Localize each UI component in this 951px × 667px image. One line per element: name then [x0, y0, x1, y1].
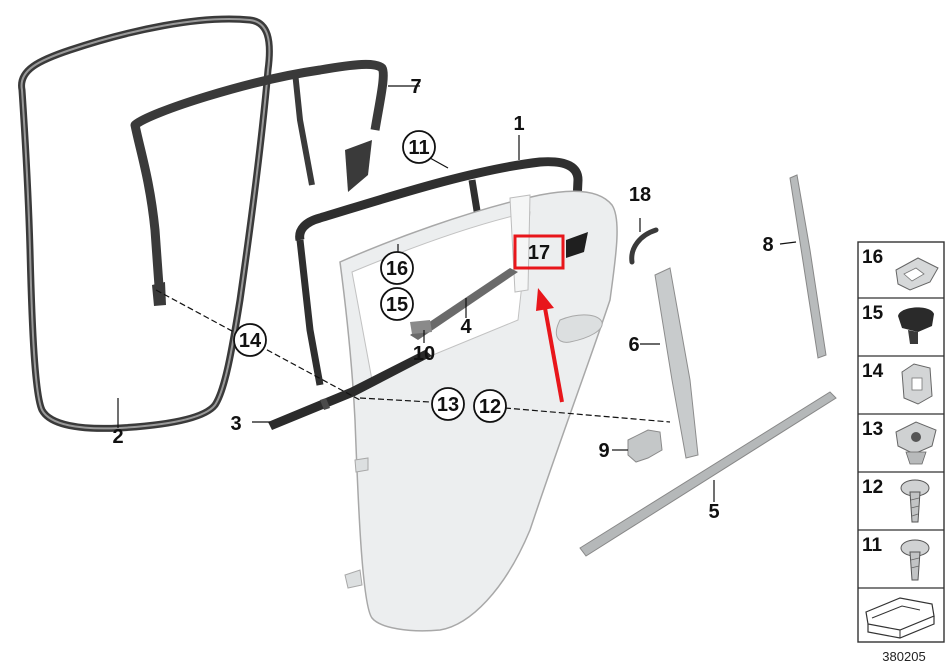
part-17-cover: [566, 232, 588, 258]
callout-15: 15: [386, 294, 408, 316]
panel-label-16: 16: [862, 247, 883, 268]
seal-loop-icon: [18, 15, 273, 432]
small-parts-panel: 16 15 14 13 12 11: [857, 241, 945, 643]
callout-17: 17: [528, 242, 550, 264]
screw-icon-12: [900, 479, 930, 523]
document-id: 380205: [882, 649, 925, 664]
sill-trim-strip: [579, 391, 837, 557]
clip-icon-16: [895, 257, 939, 291]
callout-1: 1: [513, 113, 524, 135]
callout-2: 2: [112, 426, 123, 448]
rear-trim-strip: [789, 174, 827, 359]
callout-8: 8: [762, 234, 773, 256]
callout-7: 7: [410, 76, 421, 98]
highlight-box: [513, 234, 565, 270]
part-18-trim: [629, 227, 659, 265]
callout-3: 3: [230, 413, 241, 435]
panel-label-11: 11: [862, 535, 883, 556]
callout-13: 13: [437, 394, 459, 416]
callout-4: 4: [460, 316, 472, 338]
callout-9: 9: [598, 440, 609, 462]
clip-icon-14: [901, 363, 933, 405]
callout-14: 14: [239, 330, 262, 352]
leader-lines: [117, 85, 797, 502]
part-9-bracket: [627, 429, 663, 463]
clip-icon-15: [898, 307, 934, 344]
panel-label-15: 15: [862, 303, 884, 324]
callout-10: 10: [413, 343, 435, 365]
window-channel-seal: [130, 59, 388, 306]
shaft-strip-inner: [268, 350, 432, 430]
callout-11: 11: [408, 137, 429, 159]
b-pillar-cover: [654, 267, 699, 459]
screw-icon-11: [900, 539, 930, 581]
panel-label-14: 14: [862, 361, 884, 382]
callout-6: 6: [628, 334, 639, 356]
callout-18: 18: [629, 184, 651, 206]
callout-5: 5: [708, 501, 719, 523]
small-parts-icon: [865, 597, 935, 639]
shaft-strip-outer: [410, 268, 518, 340]
red-arrow-icon: [536, 288, 564, 403]
panel-label-13: 13: [862, 419, 883, 440]
panel-label-12: 12: [862, 477, 883, 498]
callout-labels: 1 2 3 4 5 6 7 8 9 10 11 12 13 14 15 16 1…: [112, 76, 773, 523]
callout-16: 16: [386, 258, 408, 280]
callout-12: 12: [479, 396, 501, 418]
callout-circles: [233, 130, 507, 423]
clip-icon-13: [895, 421, 937, 465]
